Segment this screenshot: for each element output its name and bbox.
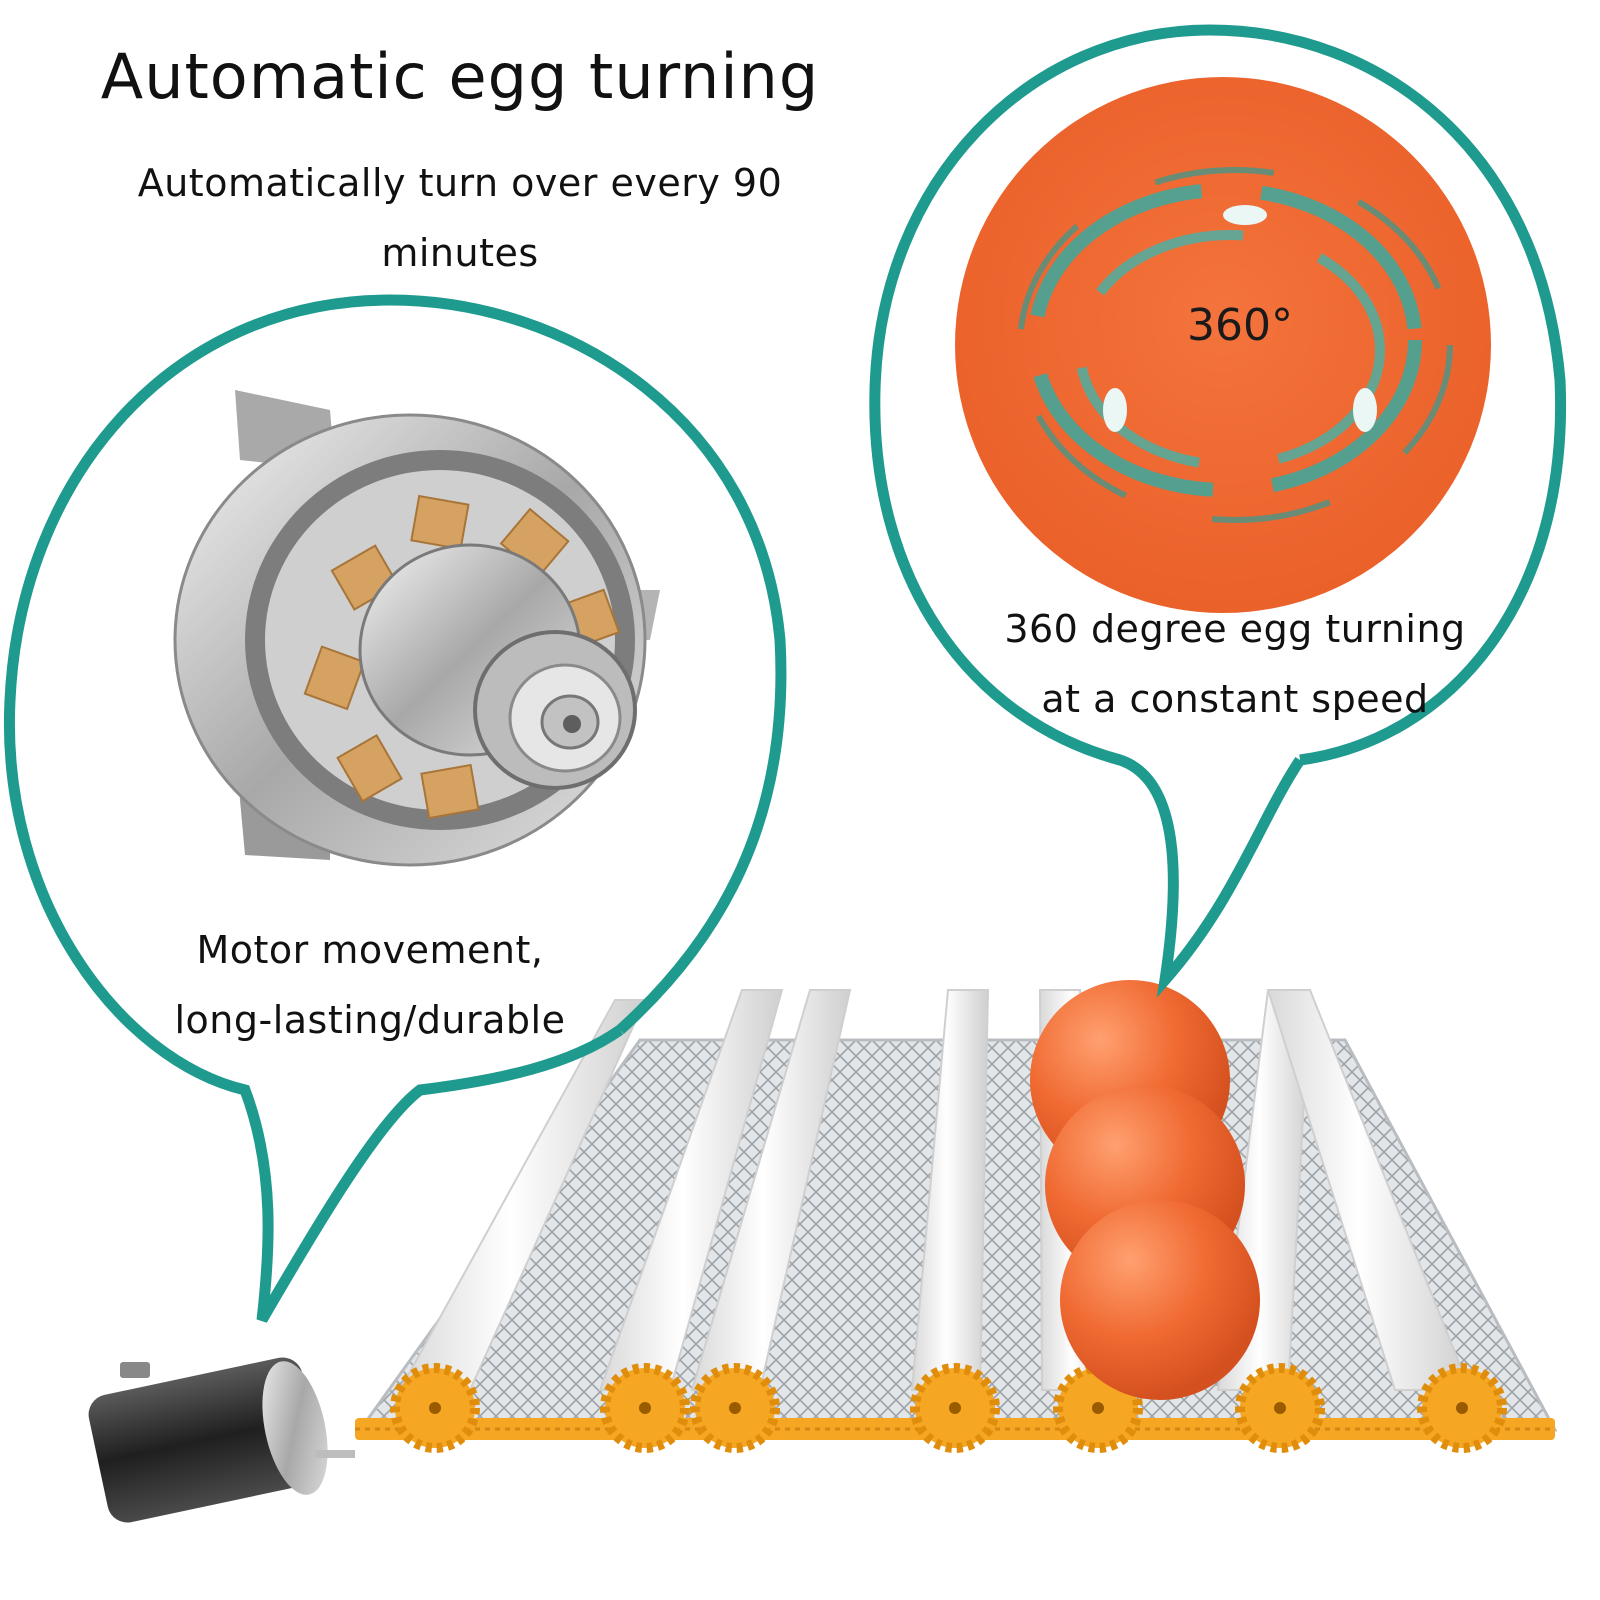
- motor-caption-line-1: Motor movement,: [196, 928, 544, 972]
- motor-speech-bubble: [3, 294, 787, 1323]
- egg-caption-line-2: at a constant speed: [1041, 677, 1429, 721]
- egg-turning-caption: 360 degree egg turning at a constant spe…: [955, 594, 1515, 734]
- page-subtitle: Automatically turn over every 90 minutes: [80, 148, 840, 288]
- gear-icon: [390, 1363, 480, 1453]
- dc-motor: [88, 1357, 355, 1523]
- eggs-on-tray: [1030, 980, 1260, 1400]
- gear-icon: [910, 1363, 1000, 1453]
- roller-gears: [390, 1363, 1507, 1453]
- gear-icon: [1235, 1363, 1325, 1453]
- page-title: Automatic egg turning: [100, 40, 820, 113]
- egg-speech-bubble: [869, 24, 1567, 998]
- motor-caption-line-2: long-lasting/durable: [174, 998, 566, 1042]
- egg-caption-line-1: 360 degree egg turning: [1004, 607, 1466, 651]
- gear-icon: [1417, 1363, 1507, 1453]
- rotation-degree-label: 360°: [1187, 300, 1293, 351]
- stator-motor-illustration: [173, 390, 660, 867]
- rotating-egg-icon: [955, 77, 1491, 613]
- subtitle-line-2: minutes: [381, 231, 539, 275]
- gear-icon: [600, 1363, 690, 1453]
- gear-icon: [690, 1363, 780, 1453]
- subtitle-line-1: Automatically turn over every 90: [137, 161, 783, 205]
- motor-caption: Motor movement, long-lasting/durable: [120, 915, 620, 1055]
- egg-icon: [1060, 1200, 1260, 1400]
